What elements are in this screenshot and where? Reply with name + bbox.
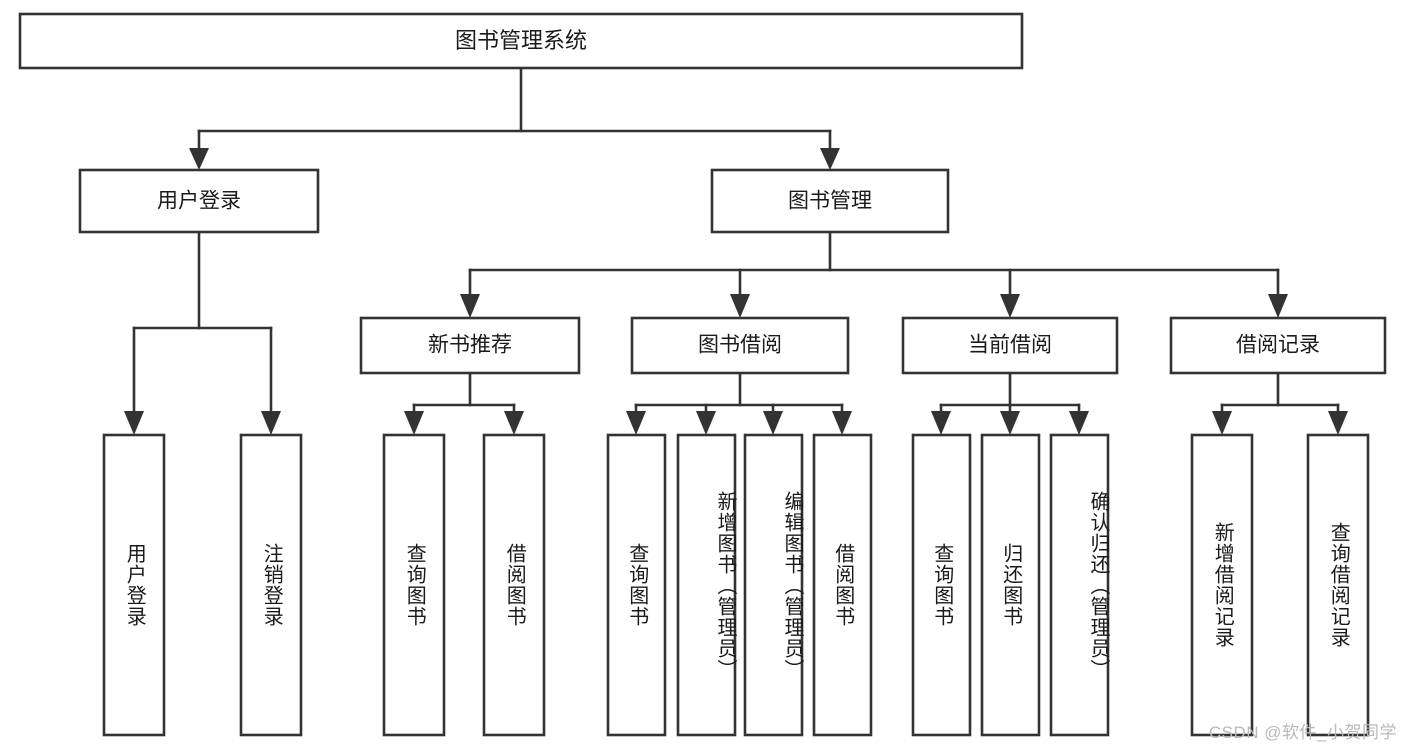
leaf-group-book-borrow — [606, 433, 873, 737]
leaf-box-query-borrow-record[interactable] — [1306, 433, 1370, 737]
node-new-book-recommend[interactable]: 新书推荐 — [359, 316, 581, 375]
leaf-box-logout[interactable] — [239, 433, 303, 737]
leaf-box-confirm-return-admin[interactable] — [1049, 433, 1110, 737]
leaf-box-return-book[interactable] — [980, 433, 1041, 737]
node-user-login-label: 用户登录 — [157, 190, 241, 213]
arrowhead-bookborrow-leaf-4 — [832, 411, 852, 435]
arrowhead-book-borrow — [730, 294, 750, 318]
leaf-box-borrow-book-2[interactable] — [812, 433, 873, 737]
connectors-currentborrow-to-leaves — [931, 371, 1089, 435]
arrowhead-borrow-record — [1268, 294, 1288, 318]
arrowhead-borrowrecord-leaf-2 — [1328, 411, 1348, 435]
node-new-book-recommend-label: 新书推荐 — [428, 334, 512, 357]
node-book-manage-label: 图书管理 — [788, 190, 872, 213]
leaf-group-borrow-record — [1190, 433, 1370, 737]
node-user-login[interactable]: 用户登录 — [78, 168, 320, 234]
connectors-root-to-level2 — [189, 66, 840, 170]
node-root[interactable]: 图书管理系统 — [18, 12, 1024, 70]
leaf-group-new-book-recommend — [382, 433, 546, 737]
watermark-text: CSDN @软件_小贺同学 — [1208, 723, 1397, 742]
connectors-newbook-to-leaves — [404, 371, 524, 435]
node-user-login-box[interactable] — [78, 168, 320, 234]
connectors-userlogin-to-leaves — [124, 230, 281, 435]
leaf-box-query-book-2[interactable] — [606, 433, 667, 737]
node-book-borrow-label: 图书借阅 — [698, 334, 782, 357]
node-borrow-record[interactable]: 借阅记录 — [1169, 316, 1387, 375]
arrowhead-borrowrecord-leaf-1 — [1212, 411, 1232, 435]
arrowhead-newbook-leaf-1 — [404, 411, 424, 435]
leaf-box-edit-book-admin[interactable] — [743, 433, 804, 737]
leaf-box-add-borrow-record[interactable] — [1190, 433, 1254, 737]
node-root-label: 图书管理系统 — [455, 28, 587, 53]
arrowhead-bookborrow-leaf-3 — [763, 411, 783, 435]
node-book-borrow-box[interactable] — [630, 316, 850, 375]
node-book-borrow[interactable]: 图书借阅 — [630, 316, 850, 375]
leaf-box-query-book-3[interactable] — [911, 433, 972, 737]
leaf-box-borrow-book-1[interactable] — [482, 433, 546, 737]
leaf-group-current-borrow — [911, 433, 1110, 737]
arrowhead-leaf-logout — [261, 411, 281, 435]
arrowhead-user-login — [189, 148, 209, 170]
arrowhead-currentborrow-leaf-1 — [931, 411, 951, 435]
arrowhead-currentborrow-leaf-2 — [1000, 411, 1020, 435]
connectors-borrowrecord-to-leaves — [1212, 371, 1348, 435]
leaf-group-user-login — [102, 433, 303, 737]
arrowhead-current-borrow — [1000, 294, 1020, 318]
node-current-borrow-label: 当前借阅 — [968, 334, 1052, 357]
leaf-box-add-book-admin[interactable] — [676, 433, 737, 737]
arrowhead-book-manage — [820, 148, 840, 170]
node-borrow-record-box[interactable] — [1169, 316, 1387, 375]
arrowhead-bookborrow-leaf-2 — [696, 411, 716, 435]
leaf-box-query-book-1[interactable] — [382, 433, 446, 737]
leaf-box-user-login[interactable] — [102, 433, 166, 737]
node-root-box[interactable] — [18, 12, 1024, 70]
node-book-manage-box[interactable] — [710, 168, 950, 234]
connectors-bookborrow-to-leaves — [626, 371, 852, 435]
arrowhead-currentborrow-leaf-3 — [1069, 411, 1089, 435]
node-current-borrow[interactable]: 当前借阅 — [901, 316, 1119, 375]
arrowhead-leaf-user-login — [124, 411, 144, 435]
node-new-book-recommend-box[interactable] — [359, 316, 581, 375]
arrowhead-new-book — [460, 294, 480, 318]
node-current-borrow-box[interactable] — [901, 316, 1119, 375]
connectors-bookmanage-to-level3 — [460, 230, 1288, 318]
arrowhead-newbook-leaf-2 — [504, 411, 524, 435]
node-book-manage[interactable]: 图书管理 — [710, 168, 950, 234]
node-borrow-record-label: 借阅记录 — [1236, 334, 1320, 357]
arrowhead-bookborrow-leaf-1 — [626, 411, 646, 435]
